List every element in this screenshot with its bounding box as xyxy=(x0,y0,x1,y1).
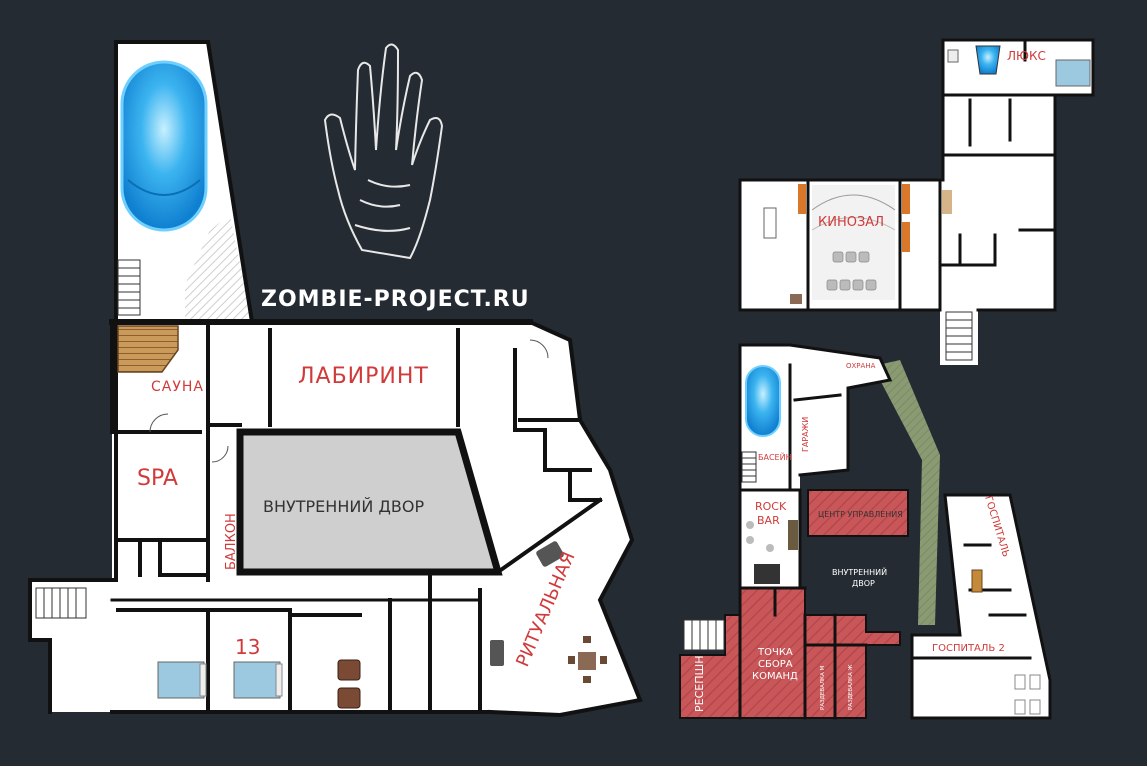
armchair-icon xyxy=(798,184,910,252)
hospital-table-icon xyxy=(971,569,1041,715)
locker-zh-label: РАЗДЕВАЛКА Ж xyxy=(848,665,854,710)
watermark-text: ZOMBIE-PROJECT.RU xyxy=(261,287,530,312)
table-icon xyxy=(568,636,607,683)
bar-furniture-icon xyxy=(746,520,798,584)
cinema-label: КИНОЗАЛ xyxy=(818,215,884,230)
lux-label: ЛЮКС xyxy=(1007,49,1046,63)
assembly-label-2: СБОРА xyxy=(758,659,793,670)
rock-bar-label-1: ROCK xyxy=(755,500,787,513)
right-bottom-building-plan xyxy=(679,343,1052,720)
left-walls xyxy=(28,40,643,718)
sofa-icon xyxy=(490,541,564,666)
bathtub-icon xyxy=(947,45,1001,75)
right-top-building-plan xyxy=(738,38,1095,365)
balcony-label: БАЛКОН xyxy=(224,513,239,570)
west-stairs-icon xyxy=(35,587,87,619)
locker-m-label: РАЗДЕВАЛКА М xyxy=(820,666,826,710)
stairs-icon xyxy=(741,451,757,483)
assembly-label-1: ТОЧКА xyxy=(757,647,793,658)
hand-icon xyxy=(323,43,444,260)
sauna-bench-icon xyxy=(117,325,179,373)
door-icons xyxy=(149,339,549,463)
pool-icon xyxy=(120,60,208,232)
hospital-2-label: ГОСПИТАЛЬ 2 xyxy=(932,643,1005,654)
cinema-hall-icon xyxy=(811,185,896,300)
stairs-icon xyxy=(117,259,141,316)
table-icon xyxy=(763,190,952,304)
armchair-icon xyxy=(337,659,361,709)
bed-icon xyxy=(157,661,207,699)
inner-yard-right-label-1: ВНУТРЕННИЙ xyxy=(832,566,887,577)
spa-label: SPA xyxy=(137,466,178,491)
inner-yard-label: ВНУТРЕННИЙ ДВОР xyxy=(263,497,424,516)
pool-icon xyxy=(745,365,781,437)
walkway-path xyxy=(878,360,940,625)
stairs-icon xyxy=(683,619,725,651)
sauna-label: САУНА xyxy=(151,379,204,395)
pool-label: БАСЕЙН xyxy=(758,451,792,462)
labyrinth-label: ЛАБИРИНТ xyxy=(298,364,429,389)
control-center-room xyxy=(807,489,909,537)
left-building-plan xyxy=(28,40,643,718)
ramp-hatch xyxy=(185,215,252,322)
assembly-label-3: КОМАНД xyxy=(752,671,798,682)
stairs-icon xyxy=(945,311,973,361)
reception-label: РЕСЕПШН xyxy=(693,655,706,712)
garages-label: ГАРАЖИ xyxy=(801,417,810,452)
guard-label: ОХРАНА xyxy=(846,362,876,370)
rock-bar-label-2: BAR xyxy=(757,514,780,527)
room-13-label: 13 xyxy=(235,635,260,659)
bed-icon xyxy=(233,661,283,699)
control-center-label: ЦЕНТР УПРАВЛЕНИЯ xyxy=(818,510,903,519)
inner-yard-right-label-2: ДВОР xyxy=(852,579,875,588)
bed-icon xyxy=(1055,59,1091,87)
